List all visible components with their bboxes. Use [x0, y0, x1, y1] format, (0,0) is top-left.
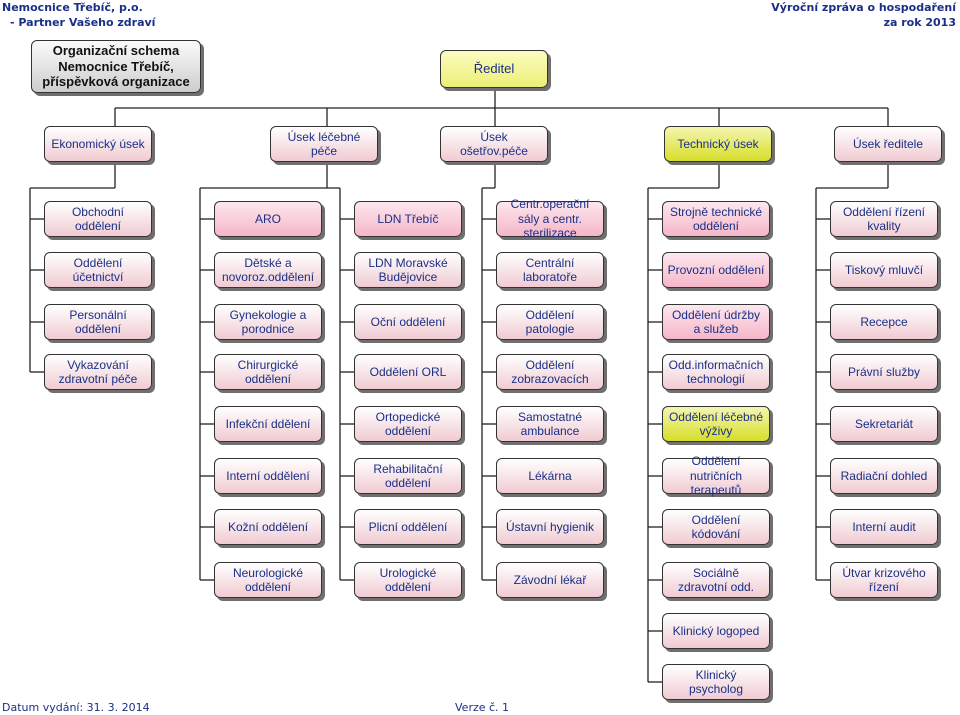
- section-medical-care: Úsek léčebné péče: [270, 126, 378, 162]
- dept-economic-0: Obchodní oddělení: [44, 201, 152, 237]
- dept-nursing-2: Oddělení patologie: [496, 304, 604, 340]
- dept-medical-b-3: Oddělení ORL: [354, 354, 462, 390]
- dept-medical-5: Interní oddělení: [214, 458, 322, 494]
- dept-nursing-1: Centrální laboratoře: [496, 252, 604, 288]
- director-box: Ředitel: [440, 50, 548, 88]
- header-hospital-name: Nemocnice Třebíč, p.o.: [2, 1, 143, 14]
- dept-technical-9: Klinický psycholog: [662, 664, 770, 700]
- header-report-title: Výroční zpráva o hospodaření: [771, 1, 956, 14]
- dept-medical-6: Kožní oddělení: [214, 509, 322, 545]
- dept-nursing-7: Závodní lékař: [496, 562, 604, 598]
- dept-economic-2: Personální oddělení: [44, 304, 152, 340]
- dept-medical-b-1: LDN Moravské Budějovice: [354, 252, 462, 288]
- dept-medical-3: Chirurgické oddělení: [214, 354, 322, 390]
- dept-economic-3: Vykazování zdravotní péče: [44, 354, 152, 390]
- dept-technical-8: Klinický logoped: [662, 613, 770, 649]
- dept-technical-5: Oddělení nutričních terapeutů: [662, 454, 770, 497]
- footer-issue-date: Datum vydání: 31. 3. 2014: [2, 701, 150, 714]
- section-economic: Ekonomický úsek: [44, 126, 152, 162]
- dept-director-2: Recepce: [830, 304, 938, 340]
- dept-technical-6: Oddělení kódování: [662, 509, 770, 545]
- dept-nursing-0: Centr.operační sály a centr. sterilizace: [496, 197, 604, 240]
- dept-nursing-5: Lékárna: [496, 458, 604, 494]
- title-line-3: příspěvková organizace: [42, 74, 190, 90]
- section-technical: Technický úsek: [664, 126, 772, 162]
- dept-director-4: Sekretariát: [830, 406, 938, 442]
- title-line-1: Organizační schema: [52, 43, 180, 59]
- dept-director-6: Interní audit: [830, 509, 938, 545]
- header-motto: - Partner Vašeho zdraví: [10, 16, 156, 29]
- dept-medical-b-7: Urologické oddělení: [354, 562, 462, 598]
- footer-version: Verze č. 1: [455, 701, 510, 714]
- dept-medical-b-4: Ortopedické oddělení: [354, 406, 462, 442]
- dept-medical-1: Dětské a novoroz.oddělení: [214, 252, 322, 288]
- dept-technical-2: Oddělení údržby a služeb: [662, 304, 770, 340]
- dept-medical-4: Infekční ddělení: [214, 406, 322, 442]
- dept-nursing-4: Samostatné ambulance: [496, 406, 604, 442]
- dept-economic-1: Oddělení účetnictví: [44, 252, 152, 288]
- header-report-year: za rok 2013: [883, 16, 956, 29]
- title-line-2: Nemocnice Třebíč,: [58, 58, 174, 74]
- dept-director-1: Tiskový mluvčí: [830, 252, 938, 288]
- dept-technical-1: Provozní oddělení: [662, 252, 770, 288]
- dept-technical-4: Oddělení léčebné výživy: [662, 406, 770, 442]
- dept-nursing-6: Ústavní hygienik: [496, 509, 604, 545]
- section-nursing-care: Úsek ošetřov.péče: [440, 126, 548, 162]
- dept-medical-2: Gynekologie a porodnice: [214, 304, 322, 340]
- org-chart-title: Organizační schema Nemocnice Třebíč, pří…: [31, 40, 201, 93]
- dept-medical-b-6: Plicní oddělení: [354, 509, 462, 545]
- dept-medical-b-5: Rehabilitační oddělení: [354, 458, 462, 494]
- dept-medical-b-0: LDN Třebíč: [354, 201, 462, 237]
- dept-nursing-3: Oddělení zobrazovacích: [496, 354, 604, 390]
- dept-director-5: Radiační dohled: [830, 458, 938, 494]
- dept-technical-7: Sociálně zdravotní odd.: [662, 562, 770, 598]
- section-directors-office: Úsek ředitele: [834, 126, 942, 162]
- dept-director-3: Právní služby: [830, 354, 938, 390]
- dept-director-7: Útvar krizového řízení: [830, 562, 938, 598]
- dept-director-0: Oddělení řízení kvality: [830, 201, 938, 237]
- dept-medical-7: Neurologické oddělení: [214, 562, 322, 598]
- dept-technical-0: Strojně technické oddělení: [662, 201, 770, 237]
- dept-technical-3: Odd.informačních technologií: [662, 354, 770, 390]
- dept-medical-b-2: Oční oddělení: [354, 304, 462, 340]
- dept-medical-0: ARO: [214, 201, 322, 237]
